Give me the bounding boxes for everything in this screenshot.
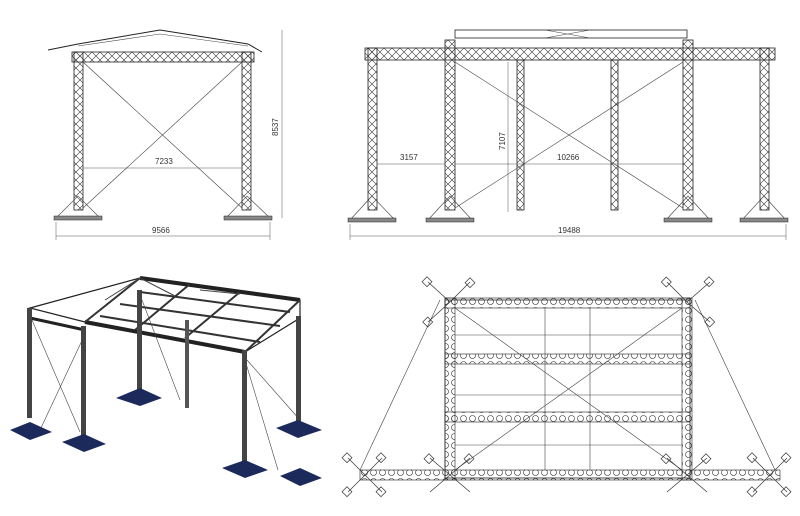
plan-cross-brace (454, 307, 683, 471)
side-top-truss (71, 51, 255, 63)
side-roof-ridge (47, 29, 263, 53)
plan-outer-frame (444, 299, 691, 479)
side-inner-width-dimension: 7233 (155, 157, 173, 166)
side-right-column (241, 51, 252, 211)
front-cross-brace (454, 61, 684, 209)
side-elevation-view: 7233 9566 8537 (47, 29, 283, 240)
front-center-bay-dimension: 10266 (557, 153, 580, 162)
side-outer-width-dimension: 9566 (152, 226, 170, 235)
side-left-column (73, 51, 84, 211)
front-column-3 (516, 59, 525, 211)
front-elevation-view: 3157 10266 7107 19488 (347, 29, 789, 240)
front-total-width-dimension: 19488 (558, 226, 581, 235)
iso-column-4 (185, 320, 189, 408)
plan-view (341, 276, 792, 498)
front-column-2 (444, 39, 456, 211)
isometric-view (10, 276, 322, 486)
front-column-5 (682, 39, 694, 211)
iso-column-2 (81, 326, 86, 438)
front-height-dimension: 7107 (498, 132, 507, 150)
front-top-truss (364, 47, 776, 61)
iso-column-1 (27, 308, 32, 418)
side-height-dimension: 8537 (271, 118, 280, 136)
front-column-1 (367, 47, 378, 211)
iso-base-plates (10, 388, 322, 486)
side-cross-brace (82, 61, 243, 209)
iso-column-6 (296, 316, 301, 424)
iso-column-5 (242, 350, 247, 464)
iso-column-3 (137, 290, 142, 390)
front-column-6 (759, 47, 770, 211)
plan-outriggers (341, 276, 792, 498)
front-left-bay-dimension: 3157 (400, 153, 418, 162)
front-column-4 (610, 59, 619, 211)
